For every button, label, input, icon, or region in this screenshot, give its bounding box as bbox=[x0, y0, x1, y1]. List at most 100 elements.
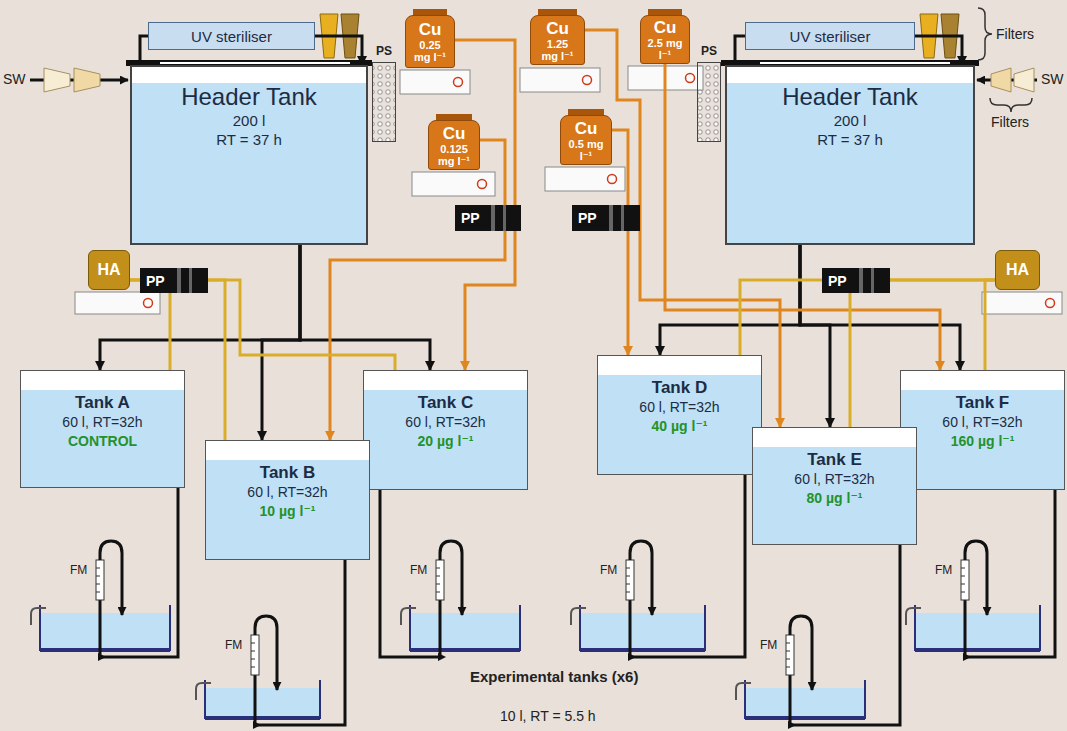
node-text: UV steriliser bbox=[790, 28, 871, 45]
flowmeter-tick bbox=[961, 576, 965, 577]
label-text: SW bbox=[3, 71, 26, 87]
trough-base bbox=[745, 716, 865, 720]
label-text: Experimental tanks (x6) bbox=[470, 668, 638, 685]
filter-cartridge bbox=[991, 68, 1011, 92]
pipe-connector bbox=[100, 245, 300, 370]
mixing-tank: Tank A60 l, RT=32hCONTROL bbox=[20, 370, 185, 488]
node-text: 10 µg l⁻¹ bbox=[260, 502, 316, 521]
outlet-pipe bbox=[965, 490, 1055, 657]
label-text: FM bbox=[70, 563, 87, 577]
flowmeter-tick bbox=[251, 651, 255, 652]
flow-arrow bbox=[628, 653, 636, 661]
label-text: FM bbox=[760, 638, 777, 652]
flowmeter-tick bbox=[96, 592, 100, 593]
return-pipe bbox=[440, 541, 462, 615]
node-text: PP bbox=[461, 210, 480, 226]
outlet-pipe bbox=[380, 490, 440, 657]
stirrer-plate bbox=[982, 292, 1062, 314]
node-text: 60 l, RT=32h bbox=[62, 413, 142, 432]
flowmeter-tick bbox=[96, 576, 100, 577]
drain-pipe bbox=[31, 608, 46, 625]
header-tank: Header Tank200 lRT = 37 h bbox=[130, 65, 368, 245]
trough-base bbox=[915, 648, 1040, 652]
flowmeter-tick bbox=[436, 576, 440, 577]
node-text: Tank A bbox=[75, 392, 130, 413]
node-text: 60 l, RT=32h bbox=[639, 398, 719, 417]
flowmeter-tube bbox=[626, 560, 634, 600]
stirrer-plate bbox=[400, 70, 470, 94]
node-text: 80 µg l⁻¹ bbox=[807, 489, 863, 508]
flowmeter-tick bbox=[436, 584, 440, 585]
sand-filter: PS bbox=[372, 62, 396, 142]
copper-stock-bottle: Cu0.125 mg l⁻¹ bbox=[428, 120, 480, 170]
flowmeter-tick bbox=[626, 592, 630, 593]
flowmeter-tick bbox=[626, 584, 630, 585]
trough-wall bbox=[745, 680, 865, 718]
lid-slot bbox=[760, 62, 950, 64]
label-text: FM bbox=[410, 563, 427, 577]
pipe-connector bbox=[130, 280, 395, 370]
copper-stock-bottle: Cu1.25 mg l⁻¹ bbox=[530, 15, 585, 65]
flow-arrow bbox=[963, 653, 971, 661]
flowmeter-tick bbox=[96, 584, 100, 585]
pipe-connector bbox=[915, 36, 962, 65]
node-text: 0.125 mg l⁻¹ bbox=[435, 143, 473, 167]
node-text: 40 µg l⁻¹ bbox=[652, 417, 708, 436]
return-pipe bbox=[965, 541, 987, 615]
filter-bracket bbox=[978, 8, 992, 60]
node-text: PP bbox=[828, 273, 847, 289]
node-text: PS bbox=[367, 44, 401, 58]
drain-pipe bbox=[401, 608, 416, 625]
node-text: 1.25 mg l⁻¹ bbox=[539, 38, 577, 62]
flowmeter-tick bbox=[786, 651, 790, 652]
node-text: 200 l bbox=[233, 111, 266, 130]
mixing-tank: Tank E60 l, RT=32h80 µg l⁻¹ bbox=[752, 427, 917, 545]
pipe-connector bbox=[315, 36, 362, 65]
outlet-pipe bbox=[630, 475, 745, 657]
node-text: CONTROL bbox=[68, 432, 137, 451]
flowmeter-tick bbox=[251, 667, 255, 668]
flowmeter-tick bbox=[786, 667, 790, 668]
trough-wall bbox=[410, 605, 520, 650]
node-text: UV steriliser bbox=[191, 28, 272, 45]
node-text: Tank D bbox=[652, 377, 707, 398]
node-text: 2.5 mg l⁻¹ bbox=[646, 37, 684, 61]
node-text: 0.5 mg l⁻¹ bbox=[567, 138, 605, 162]
flowmeter-tube bbox=[436, 560, 444, 600]
label-text: FM bbox=[600, 563, 617, 577]
trough-water bbox=[915, 613, 1040, 650]
pipe-connector bbox=[985, 280, 995, 370]
return-pipe bbox=[630, 541, 652, 615]
uv-steriliser: UV steriliser bbox=[745, 22, 915, 50]
node-text: Cu bbox=[546, 19, 569, 38]
node-text: PP bbox=[146, 273, 165, 289]
pipe-connector bbox=[300, 245, 430, 370]
node-text: 160 µg l⁻¹ bbox=[951, 432, 1015, 451]
outlet-pipe bbox=[790, 545, 900, 725]
return-pipe bbox=[790, 616, 812, 690]
node-text: Cu bbox=[654, 18, 677, 37]
pipe-connector bbox=[612, 130, 628, 355]
stirrer-knob bbox=[478, 180, 487, 189]
mixing-tank: Tank B60 l, RT=32h10 µg l⁻¹ bbox=[205, 440, 370, 560]
flowmeter-tick bbox=[251, 659, 255, 660]
mixing-tank: Tank C60 l, RT=32h20 µg l⁻¹ bbox=[363, 370, 528, 490]
node-text: Cu bbox=[575, 119, 598, 138]
flowmeter-tube bbox=[251, 635, 259, 675]
drain-pipe bbox=[736, 683, 751, 700]
flowmeter-tube bbox=[961, 560, 969, 600]
peristaltic-pump: PP bbox=[572, 205, 640, 231]
trough-wall bbox=[580, 605, 705, 650]
flowmeter-tick bbox=[961, 568, 965, 569]
pipe-connector bbox=[262, 245, 300, 440]
node-text: Tank C bbox=[418, 392, 473, 413]
flowmeter-tick bbox=[961, 592, 965, 593]
node-text: 20 µg l⁻¹ bbox=[418, 432, 474, 451]
label-text: Filters bbox=[991, 114, 1029, 130]
node-text: PS bbox=[692, 44, 726, 58]
node-text: Header Tank bbox=[181, 83, 317, 111]
node-text: Cu bbox=[419, 20, 442, 39]
node-text: 0.25 mg l⁻¹ bbox=[411, 39, 449, 63]
flowmeter-tick bbox=[251, 643, 255, 644]
